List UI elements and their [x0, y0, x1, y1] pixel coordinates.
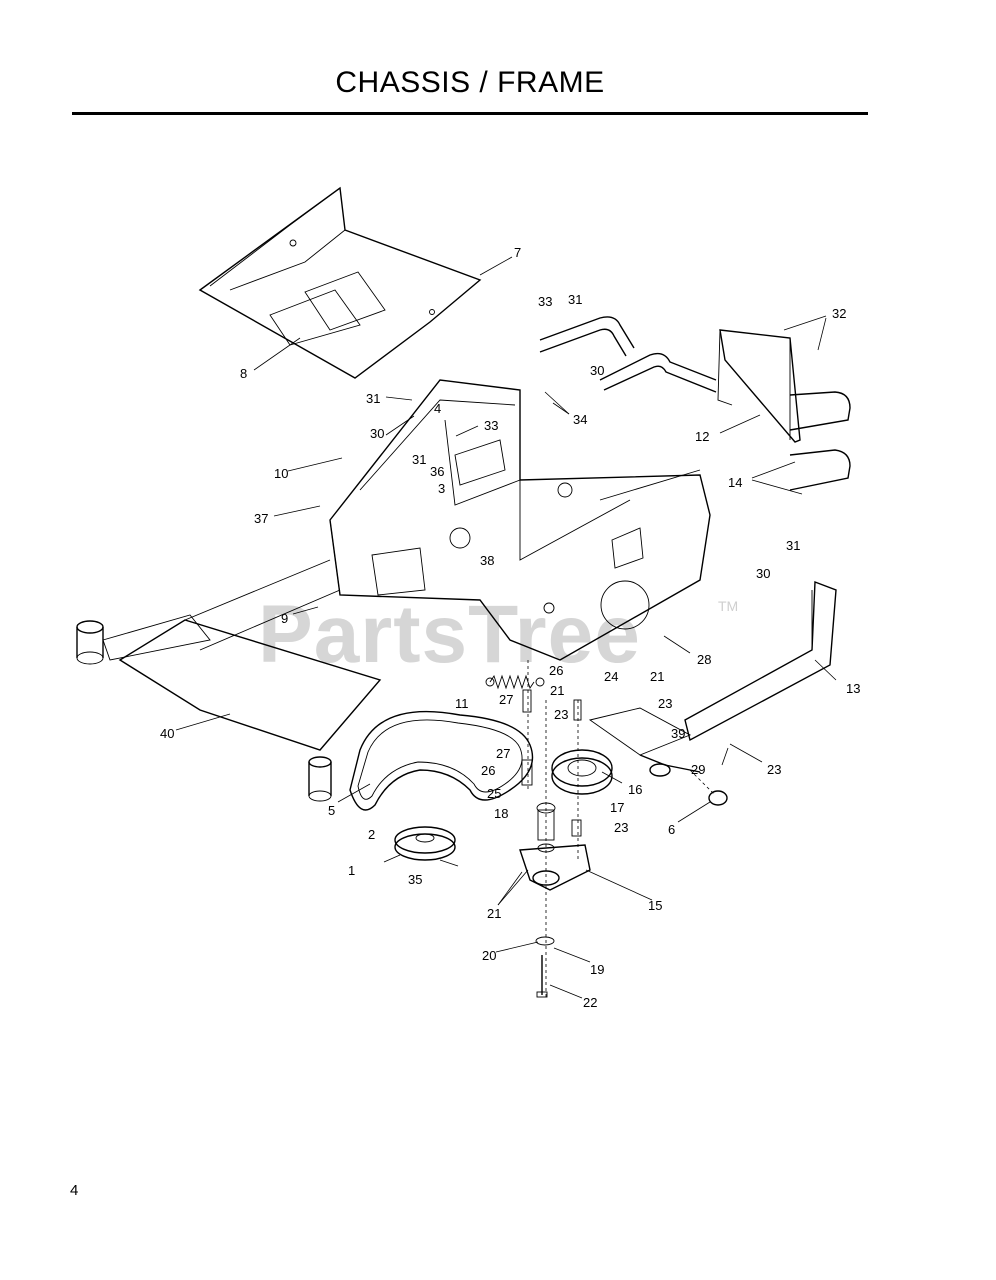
callout-23: 23 [767, 762, 781, 777]
callout-9: 9 [281, 611, 288, 626]
callout-27: 27 [499, 692, 513, 707]
callout-29: 29 [691, 762, 705, 777]
bushing-6-part [708, 790, 728, 806]
callout-21: 21 [650, 669, 664, 684]
callout-30: 30 [756, 566, 770, 581]
callout-15: 15 [648, 898, 662, 913]
watermark-trademark: TM [718, 598, 739, 614]
callout-5: 5 [328, 803, 335, 818]
callout-23: 23 [554, 707, 568, 722]
callout-34: 34 [573, 412, 587, 427]
upper-bracket-part [539, 316, 717, 393]
callout-28: 28 [697, 652, 711, 667]
leader-lines [175, 256, 837, 999]
callout-4: 4 [434, 401, 441, 416]
callout-38: 38 [480, 553, 494, 568]
callout-23: 23 [614, 820, 628, 835]
side-rail-part [684, 581, 837, 742]
watermark: PartsTree [258, 589, 641, 680]
callout-35: 35 [408, 872, 422, 887]
callout-21: 21 [550, 683, 564, 698]
callout-1: 1 [348, 863, 355, 878]
chassis-frame-part [329, 379, 711, 661]
callout-30: 30 [590, 363, 604, 378]
callout-26: 26 [481, 763, 495, 778]
callout-39: 39 [671, 726, 685, 741]
idler-arm-15-part [519, 809, 591, 891]
callout-6: 6 [668, 822, 675, 837]
callout-18: 18 [494, 806, 508, 821]
title-rule [72, 112, 868, 115]
axle-bar-part [588, 707, 701, 777]
callout-23: 23 [658, 696, 672, 711]
callout-31: 31 [786, 538, 800, 553]
callout-20: 20 [482, 948, 496, 963]
callout-labels: 7 8 33 31 32 30 31 4 30 33 34 12 10 31 3… [160, 245, 860, 1010]
callout-31: 31 [412, 452, 426, 467]
callout-30: 30 [370, 426, 384, 441]
floor-pan-part [198, 186, 482, 379]
deck-pulley-part [383, 826, 459, 867]
page-number: 4 [70, 1182, 79, 1199]
callout-8: 8 [240, 366, 247, 381]
callout-3: 3 [438, 481, 445, 496]
callout-10: 10 [274, 466, 288, 481]
callout-27: 27 [496, 746, 510, 761]
rear-rail-part [789, 391, 851, 491]
callout-13: 13 [846, 681, 860, 696]
front-caster-part [76, 614, 332, 802]
spring-11-part [485, 674, 545, 690]
belt-inner-edge [357, 719, 523, 800]
belt-part [349, 710, 534, 811]
callout-19: 19 [590, 962, 604, 977]
page-title: CHASSIS / FRAME [335, 66, 605, 99]
callout-7: 7 [514, 245, 521, 260]
fastener-axes [521, 660, 716, 1000]
callout-24: 24 [604, 669, 618, 684]
callout-16: 16 [628, 782, 642, 797]
callout-37: 37 [254, 511, 268, 526]
callout-17: 17 [610, 800, 624, 815]
callout-32: 32 [832, 306, 846, 321]
idler-pulley-16-part [551, 749, 613, 795]
callout-12: 12 [695, 429, 709, 444]
callout-22: 22 [583, 995, 597, 1010]
callout-14: 14 [728, 475, 742, 490]
callout-33: 33 [538, 294, 552, 309]
callout-11: 11 [455, 696, 469, 711]
callout-33: 33 [484, 418, 498, 433]
callout-31: 31 [366, 391, 380, 406]
callout-36: 36 [430, 464, 444, 479]
callout-31: 31 [568, 292, 582, 307]
seat-plate-part [717, 329, 801, 443]
callout-21: 21 [487, 906, 501, 921]
callout-26: 26 [549, 663, 563, 678]
callout-2: 2 [368, 827, 375, 842]
callout-40: 40 [160, 726, 174, 741]
footrest-panel-part [118, 559, 382, 751]
callout-25: 25 [487, 786, 501, 801]
